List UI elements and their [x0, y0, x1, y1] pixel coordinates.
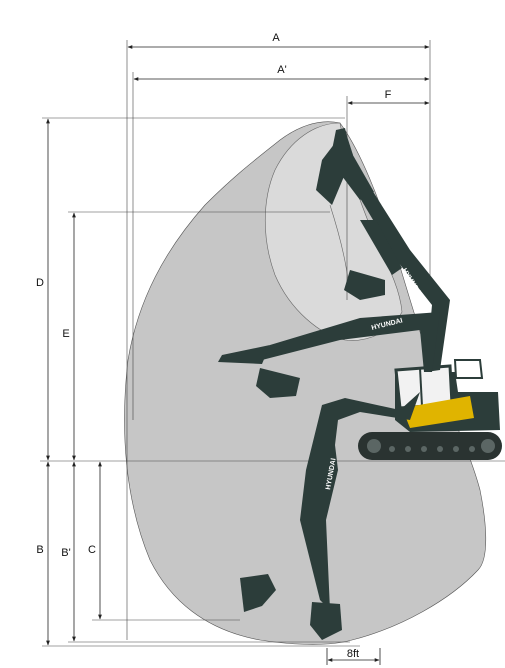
label-C: C	[88, 544, 96, 556]
excavator-machine	[358, 359, 502, 460]
accent-panel	[402, 396, 474, 428]
label-A: A	[272, 32, 280, 44]
label-B: B	[36, 544, 43, 556]
label-E: E	[62, 328, 69, 340]
label-A-prime: A'	[277, 64, 286, 76]
scale-bar-8ft: 8ft	[326, 648, 381, 665]
label-B-prime: B'	[61, 547, 70, 559]
label-scale: 8ft	[347, 648, 359, 660]
boom-positions	[218, 128, 450, 640]
track	[358, 432, 502, 460]
label-D: D	[36, 277, 44, 289]
label-F: F	[385, 89, 392, 101]
